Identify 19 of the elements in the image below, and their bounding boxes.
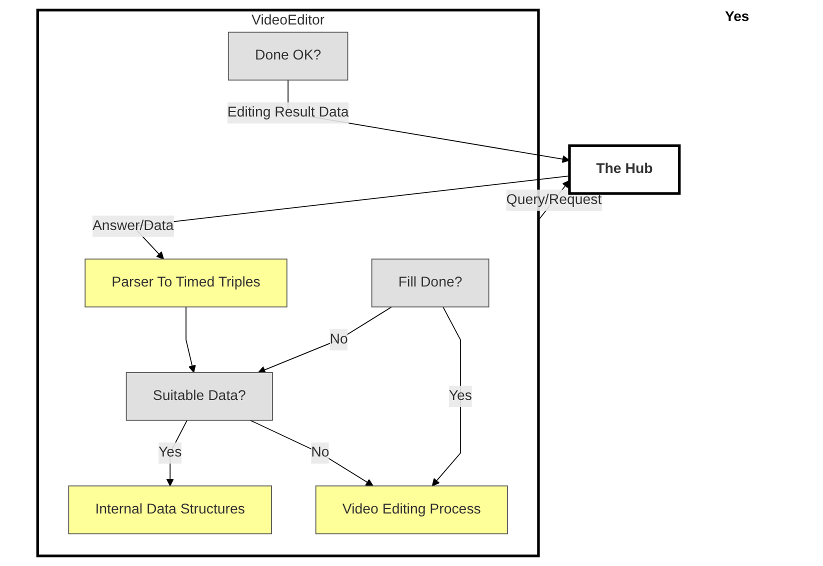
- edge-label: Yes: [448, 388, 472, 404]
- edge-label: No: [311, 445, 330, 460]
- node-box: Suitable Data?: [126, 372, 273, 421]
- note-label: Yes: [725, 8, 750, 24]
- node-box: Video Editing Process: [315, 485, 508, 534]
- node-box: Done OK?: [228, 32, 348, 81]
- node-box: Internal Data Structures: [68, 485, 272, 534]
- edge-label: Answer/Data: [92, 218, 174, 234]
- arrow: [250, 420, 374, 486]
- node-box: The Hub: [568, 144, 681, 195]
- arrow: [186, 306, 196, 373]
- edge-label: Editing Result Data: [227, 104, 349, 120]
- edge-label: No: [330, 332, 348, 347]
- arrow: [166, 420, 188, 486]
- edge-label: Yes: [158, 445, 182, 460]
- node-box: Fill Done?: [371, 258, 490, 308]
- arrow: [258, 306, 392, 374]
- arrow: [432, 306, 461, 486]
- node-box: Parser To Timed Triples: [84, 258, 288, 308]
